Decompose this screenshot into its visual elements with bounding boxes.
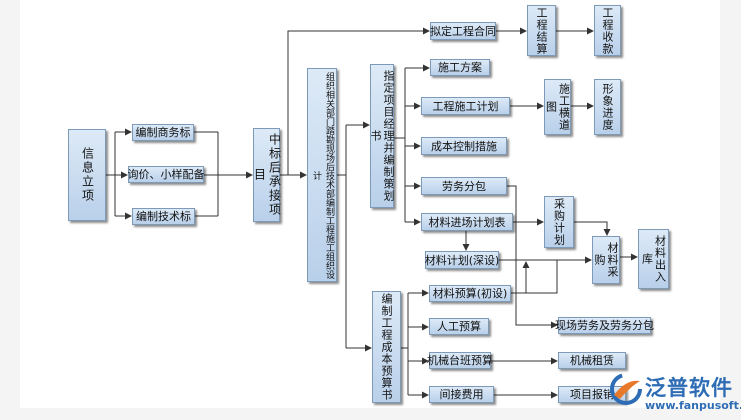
node-procurement-plan: 采购计划 [544, 196, 574, 248]
connector-line [511, 260, 558, 294]
logo-url: www.fanpusoft.com [645, 399, 741, 412]
node-material-entry-plan: 材料进场计划表 [421, 213, 513, 231]
node-draft-contract: 拟定工程合同 [430, 22, 496, 40]
node-expense-claim: 项目报销 [558, 386, 626, 403]
node-visual-progress: 形象进度 [594, 79, 621, 135]
node-material-purchase: 材料采购 [592, 236, 620, 284]
connector-line [507, 185, 558, 329]
node-material-budget: 材料预算(初设) [429, 285, 511, 302]
node-cost-control: 成本控制措施 [421, 137, 507, 155]
node-commercial-bid: 编制商务标 [132, 124, 194, 141]
connector-line [287, 27, 430, 175]
node-info-project: 信息立项 [68, 129, 106, 221]
node-machinery-rental: 机械租赁 [558, 352, 626, 369]
node-technical-bid: 编制技术标 [132, 208, 195, 225]
node-collection: 工程收款 [594, 5, 621, 56]
node-material-plan: 材料计划(深设) [425, 251, 499, 269]
node-indirect-cost: 间接费用 [429, 386, 494, 403]
connector-line [574, 221, 611, 236]
node-material-outbound: 材料出入库 [638, 229, 669, 289]
node-org-design: 组织相关部门踏勘现场后技术部编制工程施工组织设计 [307, 68, 337, 282]
node-assign-pm: 指定项目经理并编制策划书 [369, 64, 395, 208]
node-bid-won: 中标后承接项目 [253, 128, 282, 222]
node-labor-budget: 人工预算 [429, 318, 489, 335]
brand-logo: 泛普软件 www.fanpusoft.com [608, 370, 741, 416]
node-cost-budget: 编制工程成本预算书 [372, 291, 401, 403]
node-gantt-chart: 施工横道图 [544, 79, 571, 135]
node-site-labor: 现场劳务及劳务分包 [555, 317, 654, 334]
node-labor-subcontract: 劳务分包 [421, 177, 507, 195]
node-settlement: 工程结算 [527, 5, 556, 56]
node-construction-schedule: 工程施工计划 [421, 97, 510, 115]
node-inquiry-sample: 询价、小样配备 [127, 166, 205, 183]
node-machinery-budget: 机械台班预算 [427, 352, 493, 369]
node-construction-plan: 施工方案 [430, 59, 490, 76]
logo-icon [610, 373, 642, 405]
logo-name: 泛普软件 [645, 376, 733, 400]
